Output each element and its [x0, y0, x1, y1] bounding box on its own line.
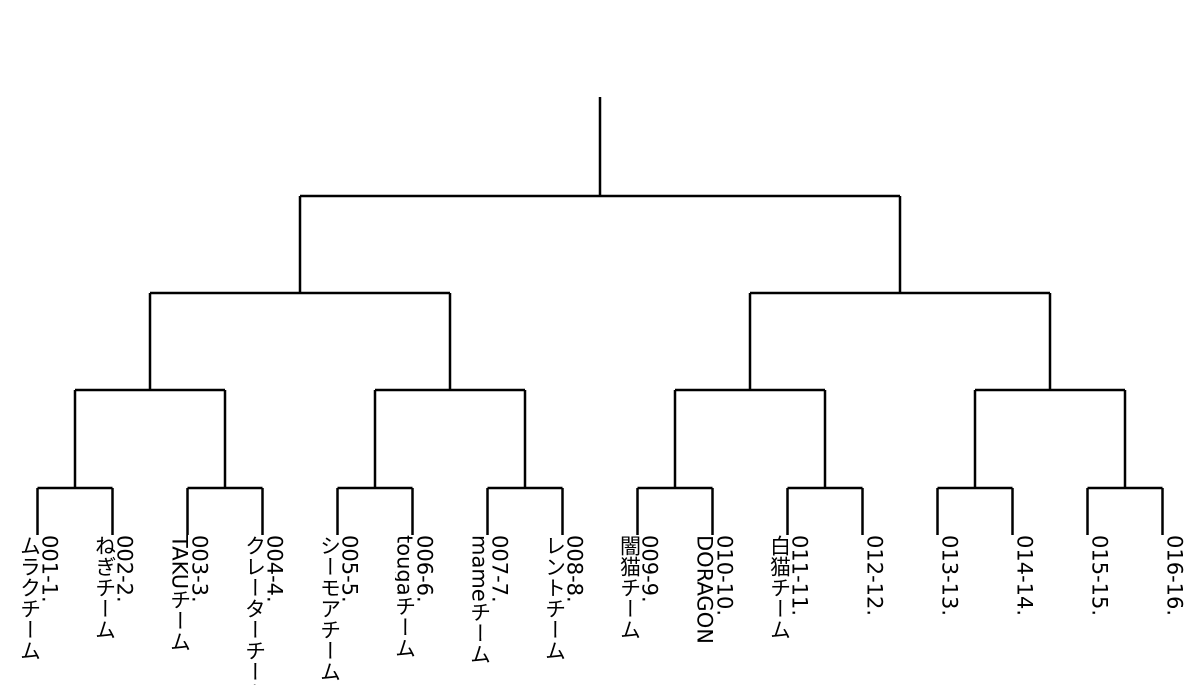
entry-label-15: 015-15. [1070, 535, 1110, 685]
entry-seed: 010-10. [712, 535, 735, 617]
entry-seed: 012-12. [862, 535, 885, 617]
entry-seed: 016-16. [1162, 535, 1185, 617]
entry-label-1: 001-1. ムラクチーム [20, 535, 60, 685]
entry-team-name: クレーターチーム [244, 535, 267, 685]
entry-label-4: 004-4. クレーターチーム [245, 535, 285, 685]
entry-label-8: 008-8. レントチーム [545, 535, 585, 685]
entry-seed: 015-15. [1087, 535, 1110, 617]
entry-seed: 003-3. [187, 535, 210, 603]
entry-team-name: TAKUチーム [169, 535, 192, 653]
entry-seed: 007-7. [487, 535, 510, 603]
entry-seed: 002-2. [112, 535, 135, 603]
entry-seed: 011-11. [787, 535, 810, 617]
entry-seed: 009-9. [637, 535, 660, 603]
entry-label-3: 003-3. TAKUチーム [170, 535, 210, 685]
entry-label-13: 013-13. [920, 535, 960, 685]
entry-label-7: 007-7. mameチーム [470, 535, 510, 685]
entry-label-9: 009-9. 闇猫チーム [620, 535, 660, 685]
entry-seed: 014-14. [1012, 535, 1035, 617]
entry-label-12: 012-12. [845, 535, 885, 685]
entry-team-name: シーモアチーム [319, 535, 342, 682]
entry-label-6: 006-6. tougaチーム [395, 535, 435, 685]
entry-seed: 001-1. [37, 535, 60, 603]
entry-team-name: レントチーム [544, 535, 567, 661]
entry-label-11: 011-11. 白猫チーム [770, 535, 810, 685]
entry-team-name: ねぎチーム [94, 535, 117, 640]
entry-team-name: tougaチーム [394, 535, 417, 659]
entry-label-16: 016-16. [1145, 535, 1185, 685]
entry-label-10: 010-10. DORAGON [695, 535, 735, 685]
entry-seed: 005-5. [337, 535, 360, 603]
entry-seed: 006-6. [412, 535, 435, 603]
entry-team-name: mameチーム [469, 535, 492, 665]
entry-seed: 008-8. [562, 535, 585, 603]
entry-label-14: 014-14. [995, 535, 1035, 685]
entry-label-5: 005-5. シーモアチーム [320, 535, 360, 685]
entry-seed: 013-13. [937, 535, 960, 617]
entry-team-name: 白猫チーム [769, 535, 792, 640]
entry-team-name: DORAGON [694, 535, 717, 644]
entry-team-name: ムラクチーム [19, 535, 42, 661]
entry-label-2: 002-2. ねぎチーム [95, 535, 135, 685]
entry-team-name: 闇猫チーム [619, 535, 642, 640]
entry-seed: 004-4. [262, 535, 285, 603]
